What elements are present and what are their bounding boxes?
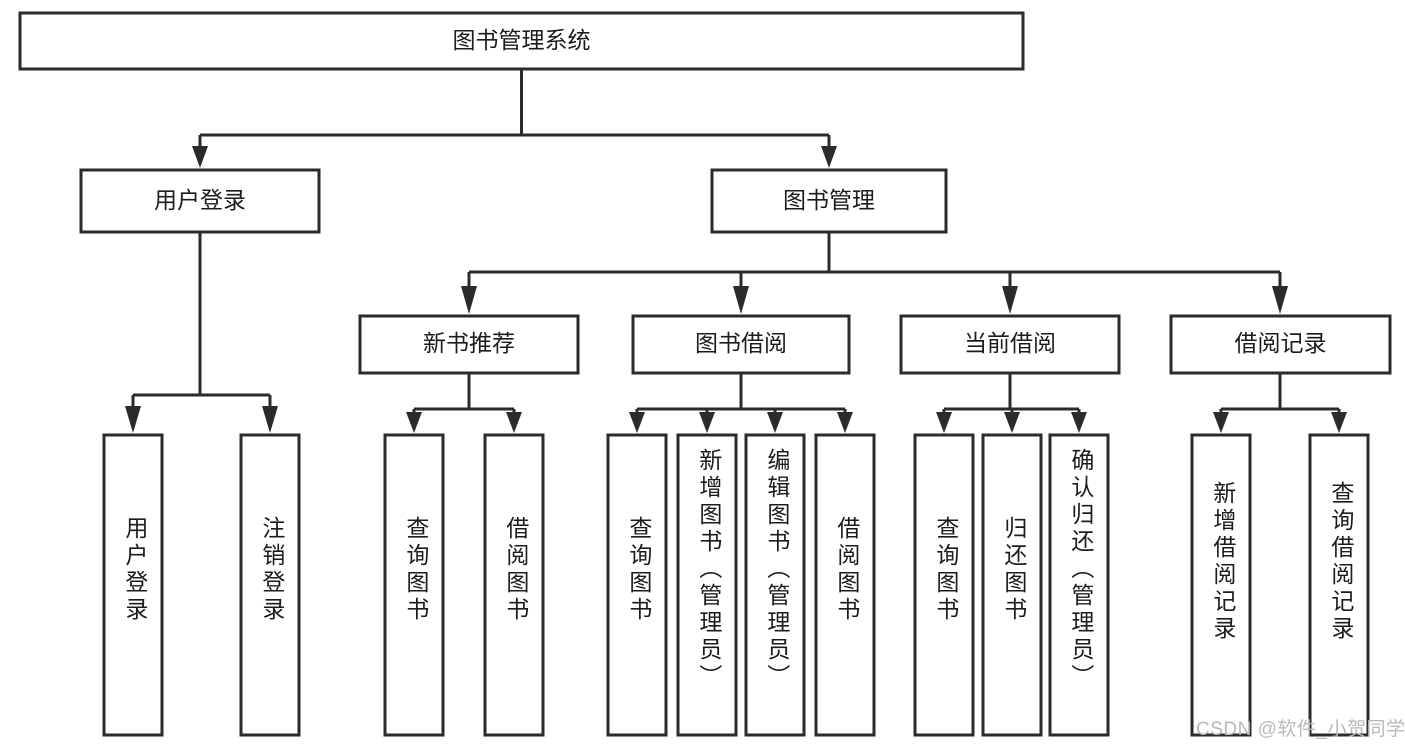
leaf-query-book-newbook[interactable]: 查询图书 xyxy=(383,433,445,737)
arrow-head-leaf-query-book-2 xyxy=(629,412,645,433)
arrow-head-leaf-add-book xyxy=(699,412,715,433)
connector-group-current-borrow xyxy=(936,373,1087,433)
leaf-borrow-book-newbook[interactable]: 借阅图书 xyxy=(483,433,545,737)
node-new-book-recommend-label: 新书推荐 xyxy=(423,330,515,356)
leaf-user-login-box[interactable] xyxy=(102,433,164,737)
leaf-confirm-return-admin-label: 确认归还（管理员） xyxy=(1068,448,1095,691)
leaf-query-borrow-record-label: 查询借阅记录 xyxy=(1328,481,1355,643)
leaf-query-book-current-box[interactable] xyxy=(913,433,975,737)
node-borrow-record-label: 借阅记录 xyxy=(1235,330,1327,356)
leaf-query-borrow-record[interactable]: 查询借阅记录 xyxy=(1308,433,1370,737)
arrow-head-leaf-confirm-return xyxy=(1071,412,1087,433)
arrow-head-leaf-borrow-book-1 xyxy=(506,412,522,433)
node-book-management-label: 图书管理 xyxy=(783,187,875,213)
leaf-add-borrow-record-box[interactable] xyxy=(1190,433,1252,737)
leaf-logout[interactable]: 注销登录 xyxy=(239,433,301,737)
connector-group-book-borrow xyxy=(629,373,853,433)
node-book-borrow[interactable]: 图书借阅 xyxy=(631,314,851,375)
leaf-edit-book-admin-box[interactable] xyxy=(744,433,806,737)
leaf-query-book-borrow-box[interactable] xyxy=(606,433,668,737)
node-book-borrow-box[interactable] xyxy=(631,314,851,375)
arrow-head-book-borrow xyxy=(733,286,749,314)
node-new-book-recommend[interactable]: 新书推荐 xyxy=(358,314,580,375)
arrow-head-new-book-rec xyxy=(461,286,477,314)
node-current-borrow-box[interactable] xyxy=(899,314,1121,375)
node-user-login-box[interactable] xyxy=(79,168,321,234)
leaf-edit-book-admin[interactable]: 编辑图书（管理员） xyxy=(744,433,806,737)
arrow-head-leaf-user-login xyxy=(125,406,141,433)
node-new-book-recommend-box[interactable] xyxy=(358,314,580,375)
leaf-add-book-admin-label: 新增图书（管理员） xyxy=(696,448,723,691)
node-book-management[interactable]: 图书管理 xyxy=(710,168,948,234)
leaf-query-book-newbook-label: 查询图书 xyxy=(403,516,430,624)
leaf-logout-box[interactable] xyxy=(239,433,301,737)
leaf-query-book-borrow[interactable]: 查询图书 xyxy=(606,433,668,737)
leaf-borrow-book-borrow[interactable]: 借阅图书 xyxy=(814,433,876,737)
leaf-confirm-return-admin[interactable]: 确认归还（管理员） xyxy=(1048,433,1110,737)
arrow-head-current-borrow xyxy=(1002,286,1018,314)
node-root-system-box[interactable] xyxy=(18,11,1025,71)
node-root-system[interactable]: 图书管理系统 xyxy=(18,11,1025,71)
node-root-system-label: 图书管理系统 xyxy=(453,27,591,53)
node-user-login-label: 用户登录 xyxy=(154,187,246,213)
leaf-query-book-current-label: 查询图书 xyxy=(933,516,960,624)
node-current-borrow[interactable]: 当前借阅 xyxy=(899,314,1121,375)
leaf-return-book-box[interactable] xyxy=(981,433,1043,737)
connector-group-new-book-rec xyxy=(406,373,522,433)
node-borrow-record-box[interactable] xyxy=(1169,314,1392,375)
leaf-user-login-label: 用户登录 xyxy=(122,516,149,624)
node-current-borrow-label: 当前借阅 xyxy=(964,330,1056,356)
leaf-add-borrow-record[interactable]: 新增借阅记录 xyxy=(1190,433,1252,737)
connector-group-user-login xyxy=(125,232,278,433)
connector-group-root xyxy=(192,69,837,168)
leaf-query-book-current[interactable]: 查询图书 xyxy=(913,433,975,737)
arrow-head-user-login xyxy=(192,146,208,168)
leaf-query-borrow-record-box[interactable] xyxy=(1308,433,1370,737)
leaf-borrow-book-newbook-box[interactable] xyxy=(483,433,545,737)
node-book-borrow-label: 图书借阅 xyxy=(695,330,787,356)
leaf-confirm-return-admin-box[interactable] xyxy=(1048,433,1110,737)
leaf-return-book-label: 归还图书 xyxy=(1001,516,1028,624)
arrow-head-leaf-query-book-1 xyxy=(406,412,422,433)
node-user-login[interactable]: 用户登录 xyxy=(79,168,321,234)
leaf-add-book-admin[interactable]: 新增图书（管理员） xyxy=(676,433,738,737)
arrow-head-leaf-add-record xyxy=(1213,412,1229,433)
arrow-head-borrow-record xyxy=(1272,286,1288,314)
arrow-head-leaf-borrow-book-2 xyxy=(837,412,853,433)
leaf-borrow-book-borrow-box[interactable] xyxy=(814,433,876,737)
node-borrow-record[interactable]: 借阅记录 xyxy=(1169,314,1392,375)
leaf-borrow-book-borrow-label: 借阅图书 xyxy=(834,516,861,624)
leaf-return-book[interactable]: 归还图书 xyxy=(981,433,1043,737)
arrow-head-leaf-logout xyxy=(262,406,278,433)
connector-group-book-mgmt xyxy=(461,232,1288,314)
arrow-head-leaf-query-book-3 xyxy=(936,412,952,433)
leaf-edit-book-admin-label: 编辑图书（管理员） xyxy=(764,448,791,691)
connector-group-borrow-record xyxy=(1213,373,1347,433)
leaf-logout-label: 注销登录 xyxy=(259,516,286,624)
leaf-user-login[interactable]: 用户登录 xyxy=(102,433,164,737)
arrow-head-leaf-query-record xyxy=(1331,412,1347,433)
leaf-borrow-book-newbook-label: 借阅图书 xyxy=(503,516,530,624)
arrow-head-leaf-edit-book xyxy=(767,412,783,433)
leaf-query-book-newbook-box[interactable] xyxy=(383,433,445,737)
arrow-head-leaf-return-book xyxy=(1004,412,1020,433)
leaf-query-book-borrow-label: 查询图书 xyxy=(626,516,653,624)
leaf-add-borrow-record-label: 新增借阅记录 xyxy=(1210,481,1237,643)
node-book-management-box[interactable] xyxy=(710,168,948,234)
arrow-head-book-mgmt xyxy=(821,146,837,168)
leaf-add-book-admin-box[interactable] xyxy=(676,433,738,737)
